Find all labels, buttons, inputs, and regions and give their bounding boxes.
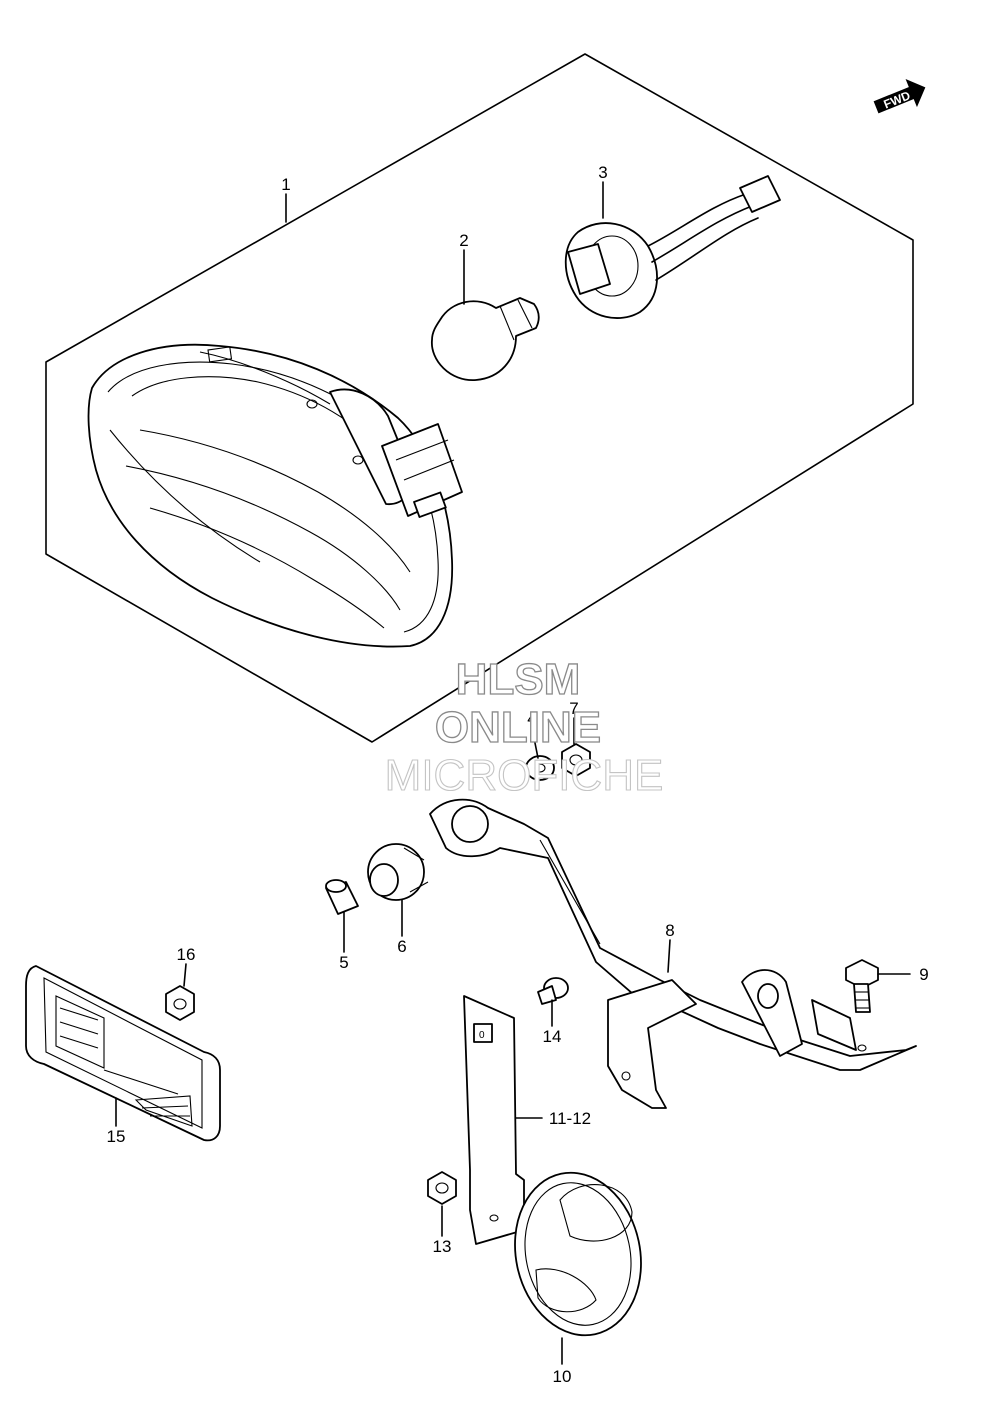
collar — [325, 879, 359, 915]
forward-arrow-icon: FWD — [873, 78, 926, 114]
nut-7 — [561, 743, 591, 777]
callout-5: 5 — [339, 953, 348, 972]
bolt-9 — [845, 959, 879, 1013]
leader-lines — [115, 181, 911, 1365]
grommet — [367, 843, 429, 901]
watermark-line2: ONLINE — [435, 703, 601, 752]
nut-13 — [427, 1171, 457, 1205]
callout-labels: 1 2 3 4 5 6 7 8 9 10 11-12 13 14 15 16 — [107, 163, 929, 1386]
nut-16 — [165, 985, 195, 1021]
callout-6: 6 — [397, 937, 406, 956]
screw-14 — [537, 977, 569, 1005]
svg-text:0: 0 — [479, 1030, 485, 1041]
callout-14: 14 — [543, 1027, 562, 1046]
fwd-label: FWD — [882, 88, 913, 111]
callout-9: 9 — [919, 965, 928, 984]
bulb — [431, 297, 540, 381]
callout-8: 8 — [665, 921, 674, 940]
reflector-bracket: 0 — [463, 995, 525, 1245]
watermark-line3: MICROFICHE — [385, 751, 664, 800]
callout-15: 15 — [107, 1127, 126, 1146]
callout-1: 1 — [281, 175, 290, 194]
rectangular-reflector — [25, 965, 221, 1142]
callout-13: 13 — [433, 1237, 452, 1256]
callout-16: 16 — [177, 945, 196, 964]
callout-10: 10 — [553, 1367, 572, 1386]
bulb-socket — [564, 175, 781, 319]
callout-2: 2 — [459, 231, 468, 250]
callout-4: 4 — [527, 709, 536, 728]
washer — [525, 755, 555, 781]
tail-lamp-housing — [87, 343, 463, 648]
callout-3: 3 — [598, 163, 607, 182]
callout-11-12: 11-12 — [549, 1109, 591, 1128]
callout-7: 7 — [569, 699, 578, 718]
mounting-bracket — [429, 798, 917, 1109]
round-reflector — [514, 1171, 642, 1337]
watermark: HLSM ONLINE MICROFICHE — [384, 654, 664, 800]
watermark-line1: HLSM — [456, 655, 581, 704]
assembly-outline-box — [45, 53, 914, 743]
